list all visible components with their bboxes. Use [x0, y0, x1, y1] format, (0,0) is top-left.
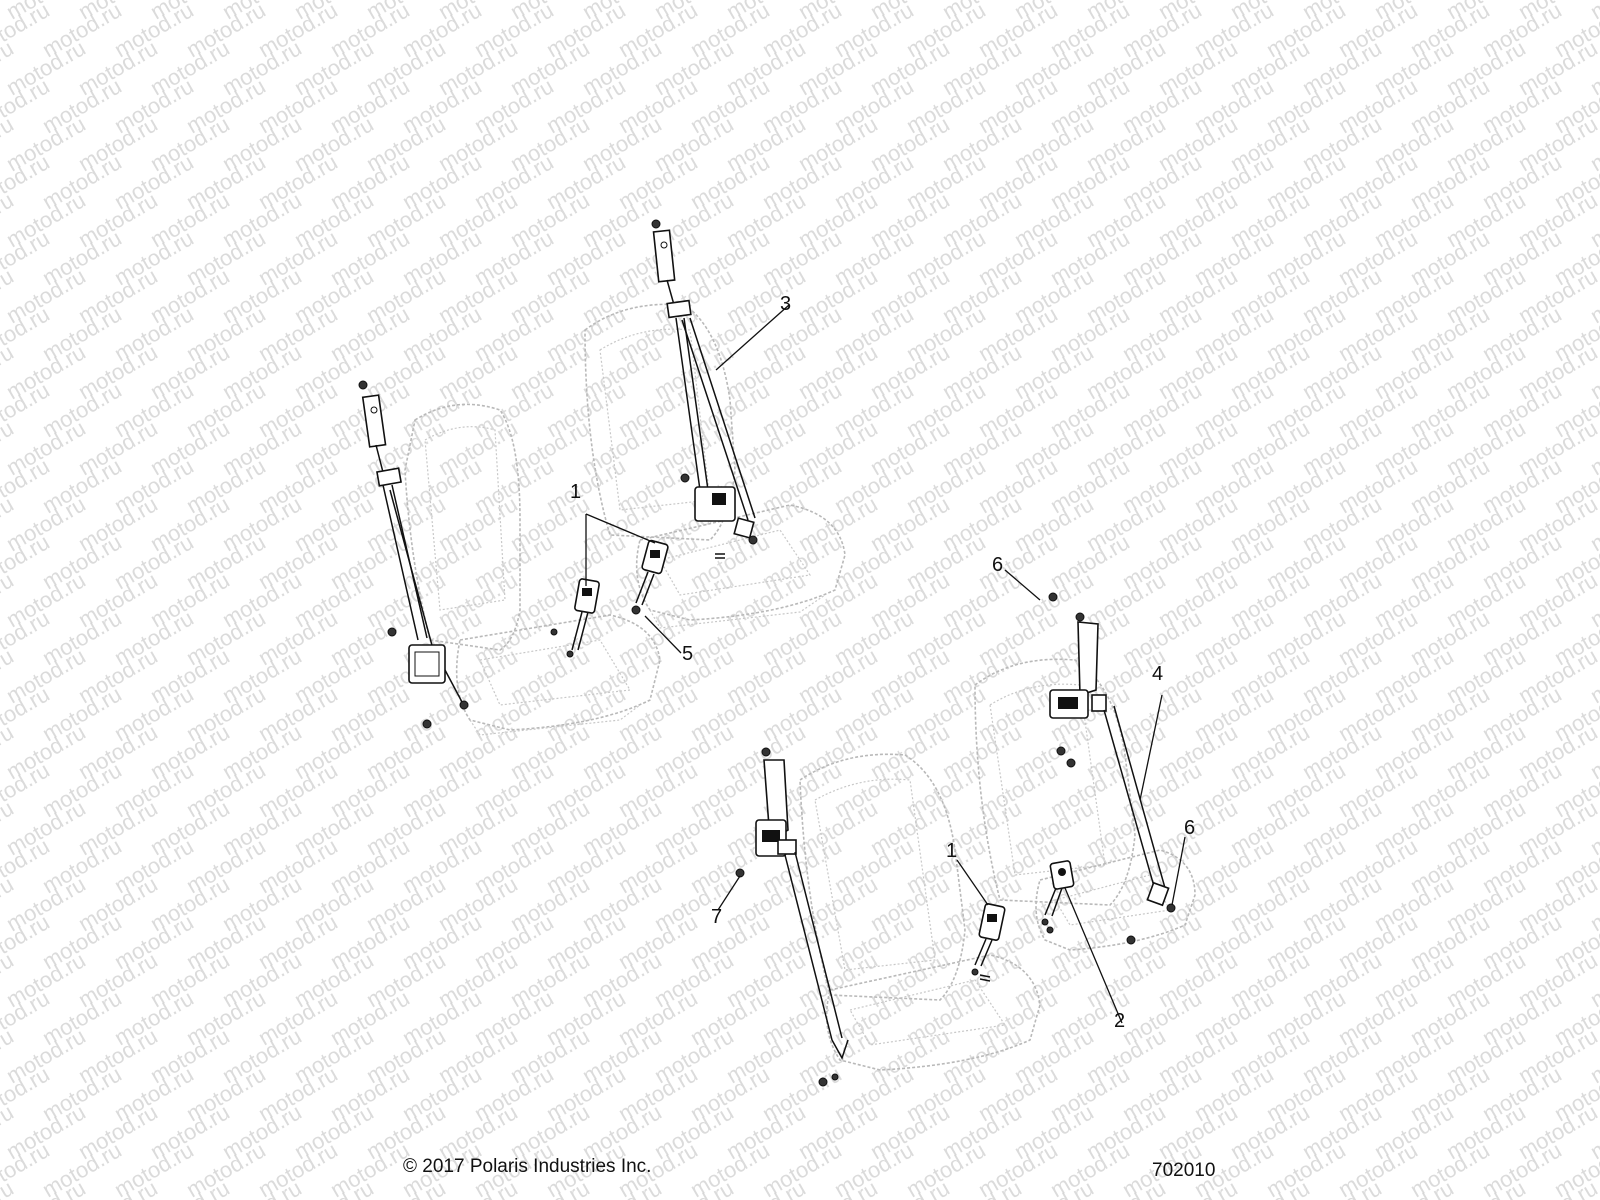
seat-belt-assembly-lower-center: [735, 747, 849, 1087]
callout-3: 3: [780, 293, 791, 315]
callout-7: 7: [711, 906, 722, 928]
seat-belt-assembly-center: [651, 219, 758, 559]
seat-belt-assembly-lower-right: [1048, 592, 1176, 945]
seat-lower-center: [799, 753, 1041, 1071]
callout-1-upper: 1: [570, 481, 581, 503]
leader-lines: [585, 304, 1186, 1024]
buckle-upper-left: [550, 578, 600, 658]
callout-6-upper: 6: [992, 554, 1003, 576]
seat-upper-center: [584, 303, 846, 629]
callout-1-lower: 1: [946, 840, 957, 862]
copyright-notice: © 2017 Polaris Industries Inc.: [403, 1156, 651, 1177]
seat-belt-assembly-left: [358, 380, 469, 729]
callout-6-lower: 6: [1184, 817, 1195, 839]
buckle-lower-center: [971, 903, 1006, 982]
callout-4: 4: [1152, 663, 1163, 685]
callout-5: 5: [682, 643, 693, 665]
buckle-upper-center: [631, 539, 669, 615]
figure-number: 702010: [1152, 1160, 1215, 1181]
buckle-lower-right: [1041, 860, 1075, 934]
seat-lower-right: [974, 658, 1196, 951]
seat-upper-left: [404, 403, 661, 736]
callout-2: 2: [1114, 1010, 1125, 1032]
